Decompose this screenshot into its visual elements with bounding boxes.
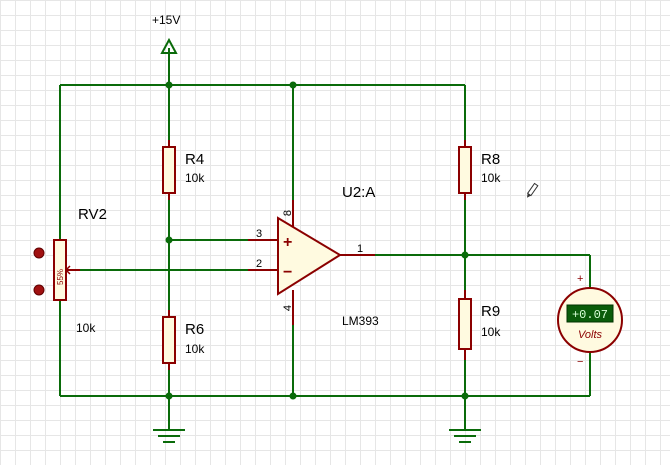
junction-dot — [289, 392, 297, 400]
pin-number: 3 — [256, 228, 262, 240]
voltmeter[interactable]: +0.07 Volts + − — [557, 273, 623, 368]
pin-number: 2 — [256, 258, 262, 270]
r8-name: R8 — [481, 151, 500, 168]
opamp-triangle — [277, 216, 342, 296]
r4-body — [162, 146, 176, 194]
meter-plus-sign: + — [577, 273, 583, 285]
comparator-u2a[interactable]: + − 3 2 1 8 4 U2:A LM393 — [248, 184, 379, 328]
resistor-r8[interactable]: R8 10k — [458, 140, 501, 200]
r8-body — [458, 146, 472, 194]
power-label: +15V — [152, 13, 180, 27]
pin-number: 4 — [282, 305, 294, 311]
voltmeter-display — [566, 304, 614, 323]
inverting-symbol: − — [283, 264, 292, 281]
r9-value: 10k — [481, 325, 501, 339]
rv2-percent: 55% — [56, 269, 65, 285]
u2-name: U2:A — [342, 184, 375, 201]
power-terminal[interactable]: +15V — [152, 13, 180, 54]
pin-number: 8 — [282, 210, 294, 216]
ground-left[interactable] — [153, 429, 185, 443]
rv2-name: RV2 — [78, 206, 107, 223]
resistor-r9[interactable]: R9 10k — [458, 290, 501, 360]
pin-number: 1 — [357, 243, 363, 255]
wires — [59, 53, 591, 430]
junction-dot — [165, 392, 173, 400]
junction-dot — [165, 81, 173, 89]
junction-dot — [165, 236, 173, 244]
pencil-cursor-icon — [526, 182, 539, 198]
resistor-r6[interactable]: R6 10k — [162, 310, 205, 370]
resistor-r4[interactable]: R4 10k — [162, 140, 205, 200]
wiper-arrow-icon — [64, 265, 71, 275]
rv2-decrease-button — [33, 284, 45, 296]
junction-dot — [289, 81, 297, 89]
r6-body — [162, 316, 176, 364]
noninverting-symbol: + — [283, 234, 292, 251]
rv2-increase-button — [33, 247, 45, 259]
junctions — [165, 81, 469, 400]
r6-name: R6 — [185, 321, 204, 338]
u2-part: LM393 — [342, 314, 379, 328]
voltmeter-reading: +0.07 — [572, 308, 608, 322]
r4-value: 10k — [185, 171, 205, 185]
junction-dot — [461, 392, 469, 400]
r6-value: 10k — [185, 342, 205, 356]
r8-value: 10k — [481, 171, 501, 185]
r9-name: R9 — [481, 303, 500, 320]
r4-name: R4 — [185, 151, 204, 168]
voltmeter-unit: Volts — [578, 329, 603, 341]
r9-body — [458, 298, 472, 350]
junction-dot — [461, 251, 469, 259]
rv2-value: 10k — [76, 321, 96, 335]
potentiometer-rv2[interactable]: 55% RV2 10k — [33, 206, 107, 335]
ground-right[interactable] — [449, 429, 481, 443]
meter-minus-sign: − — [577, 356, 583, 368]
